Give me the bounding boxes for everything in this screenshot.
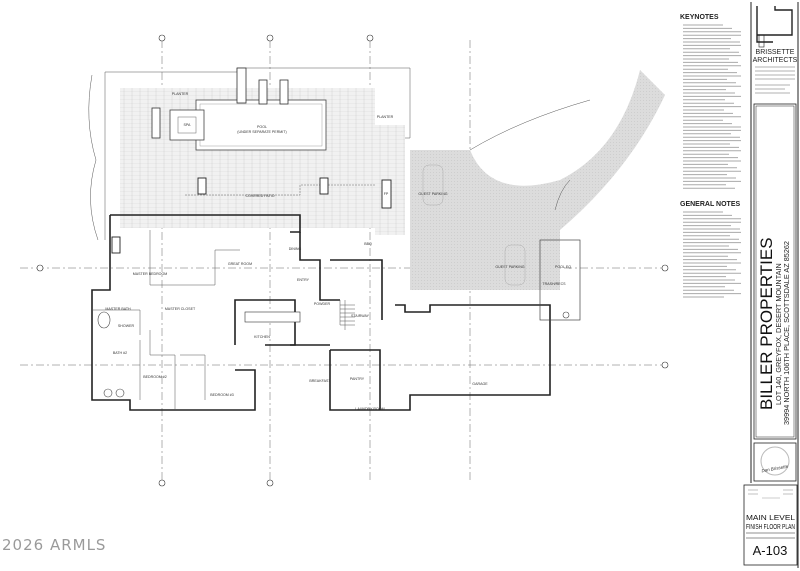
keynotes-heading: KEYNOTES [680,14,719,21]
guest-parking-label: GUEST PARKING [418,192,447,196]
guest-parking-label-2: GUEST PARKING [495,265,524,269]
general-notes-section: GENERAL NOTES [680,201,741,298]
driveway [410,70,665,290]
room-entry: ENTRY [297,278,310,282]
room-kitchen: KITCHEN [254,335,270,339]
stairway [340,304,355,326]
covered-patio-label: COVERED PATIO [245,194,274,198]
sheet-title-2: FINISH FLOOR PLAN [746,524,795,531]
architect-seal-box [753,442,797,482]
firm-logo [756,6,793,48]
pool-sub-label: (UNDER SEPARATE PERMIT) [237,130,286,134]
spa [169,109,205,141]
pool-label: POOL [257,125,267,129]
sheet-number: A-103 [753,543,788,558]
site-wall [105,67,411,139]
fp-label: FP [384,192,389,196]
sheet-title-1: MAIN LEVEL [746,515,795,522]
room-pool-eq: POOL EQ [555,265,571,269]
planter-label: PLANTER [377,115,394,119]
room-laundry: LAUNDRY ROOM [355,407,384,411]
signature: Dan Brissette [761,464,789,474]
room-dining: DINING [289,247,302,251]
room-bath-2: BATH #2 [113,351,127,355]
project-title: BILLER PROPERTIES [757,237,776,410]
house-walls [91,214,581,411]
room-stairway: STAIRWAY [351,314,370,318]
car-outline [422,164,444,206]
room-pantry: PANTRY [350,377,365,381]
room-trash-recs: TRASH/RECS [542,282,566,286]
planter-label: PLANTER [172,92,189,96]
spa-label: SPA [184,123,192,127]
title-block: BRISSETTE ARCHITECTS BILLER PROPERTIES L… [743,2,799,568]
room-bedroom-3: BEDROOM #3 [210,393,234,397]
room-master-bedroom: MASTER BEDROOM [133,272,168,276]
general-notes-heading: GENERAL NOTES [680,201,740,208]
car-outline [504,244,526,286]
room-powder: POWDER [314,302,331,306]
room-master-bath: MASTER BATH [105,307,131,311]
keynotes-section: KEYNOTES [680,14,741,189]
project-subtitle: LOT 140, GREYFOX, DESERT MOUNTAIN [774,263,783,405]
architect-seal [760,446,790,476]
kitchen-island [244,311,301,323]
room-breakfast: BREAKFAST [309,379,331,383]
firm-name-1: BRISSETTE [756,49,795,56]
project-address: 39994 NORTH 106TH PLACE, SCOTTSDALE AZ 8… [782,241,791,425]
bathtub [97,311,111,329]
pool [195,99,327,151]
room-master-closet: MASTER CLOSET [165,307,196,311]
room-bbq: BBQ [364,242,372,246]
room-bedroom-2: BEDROOM #2 [143,375,167,379]
watermark: 2026 ARMLS [2,536,107,554]
room-shower: SHOWER [118,324,135,328]
room-garage: GARAGE [472,382,488,386]
sheet-info-box [743,484,798,566]
firm-name-2: ARCHITECTS [753,57,798,64]
landscape-edge [88,72,106,241]
room-great-room: GREAT ROOM [228,262,252,266]
